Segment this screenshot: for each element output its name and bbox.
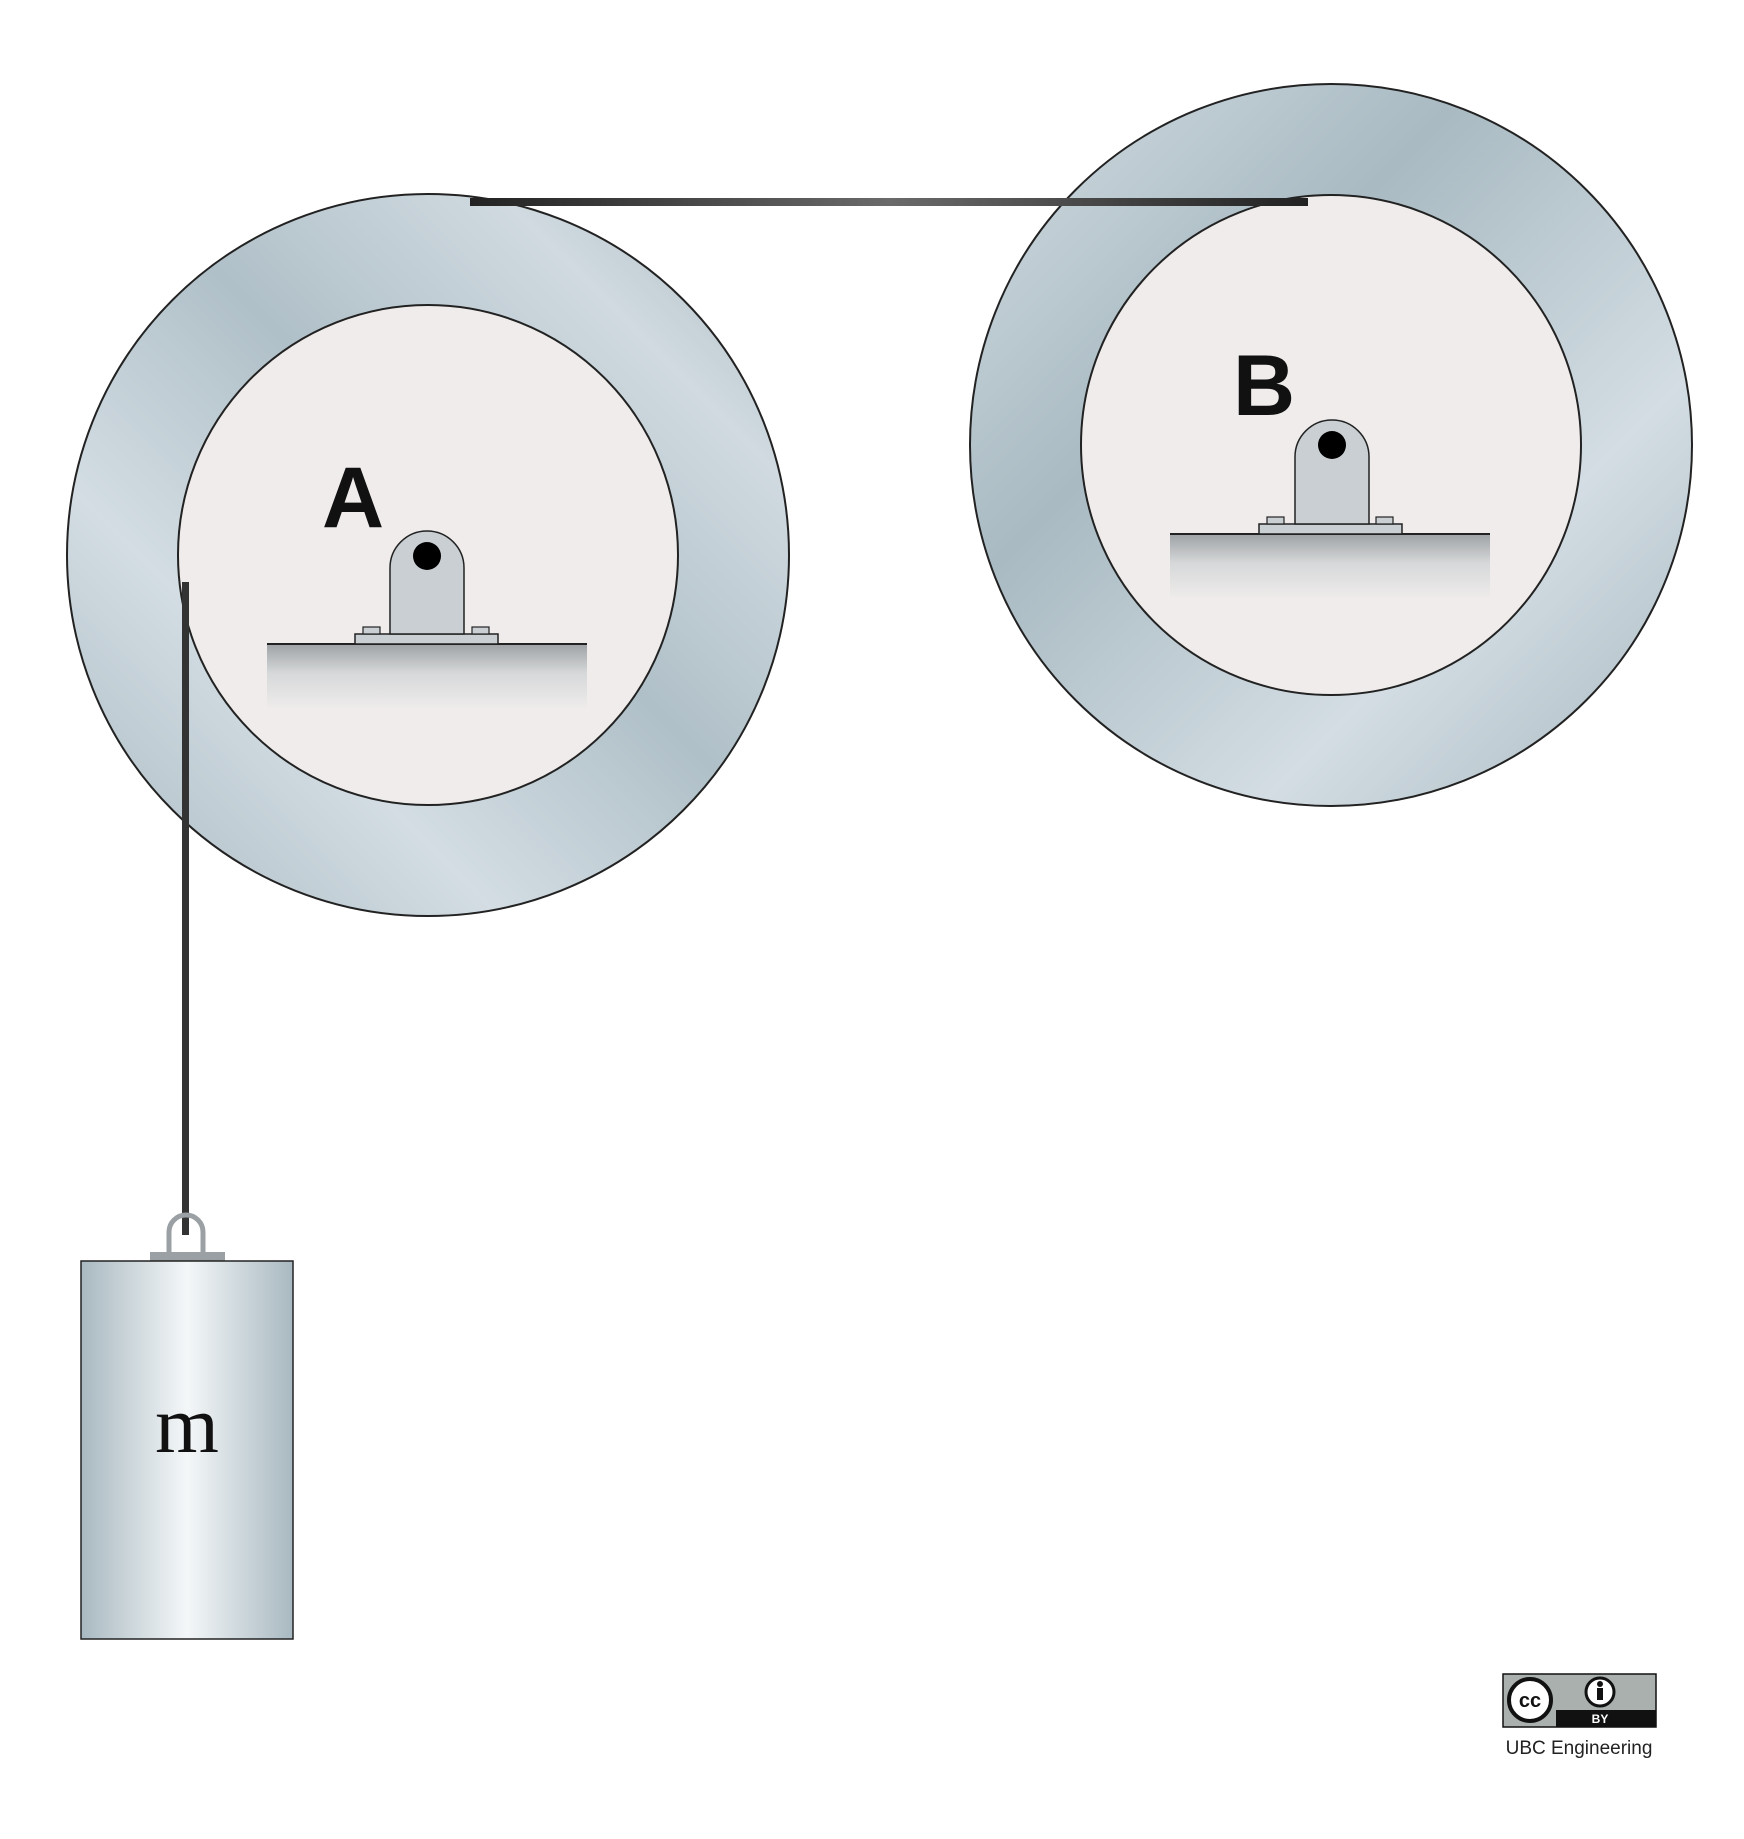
hanging-mass: m	[80, 1212, 294, 1640]
pulley-a: A	[66, 193, 790, 917]
ground-block	[267, 644, 587, 709]
mass-block	[80, 1260, 294, 1640]
axle-pin	[1318, 431, 1346, 459]
bolt-left	[1266, 516, 1285, 525]
vertical-cable	[182, 582, 189, 1235]
base-plate	[354, 633, 499, 645]
horizontal-cable	[470, 198, 1308, 206]
base-plate	[1258, 523, 1403, 535]
pulley-a-support	[267, 530, 587, 709]
bracket	[389, 530, 465, 635]
bolt-right	[471, 626, 490, 635]
ground-block	[1170, 534, 1490, 599]
badge-by-text: BY	[1592, 1712, 1609, 1726]
mass-hook	[166, 1212, 206, 1252]
credit-text: UBC Engineering	[1506, 1738, 1653, 1759]
pulley-a-label: A	[322, 450, 384, 546]
axle-pin	[413, 542, 441, 570]
cc-icon-text: cc	[1519, 1690, 1541, 1712]
badge-by-strip	[1556, 1710, 1656, 1727]
pulley-b: B	[969, 83, 1693, 807]
mass-hook-plate	[150, 1252, 225, 1261]
bolt-right	[1375, 516, 1394, 525]
license-badge: cc BY UBC Engineering	[1502, 1673, 1657, 1759]
bolt-left	[362, 626, 381, 635]
cc-icon	[1507, 1677, 1553, 1723]
pulley-b-label: B	[1233, 338, 1295, 434]
mass-label: m	[155, 1379, 219, 1470]
pulley-b-support	[1170, 419, 1490, 599]
attribution-icon	[1584, 1676, 1616, 1708]
bracket	[1294, 419, 1370, 525]
